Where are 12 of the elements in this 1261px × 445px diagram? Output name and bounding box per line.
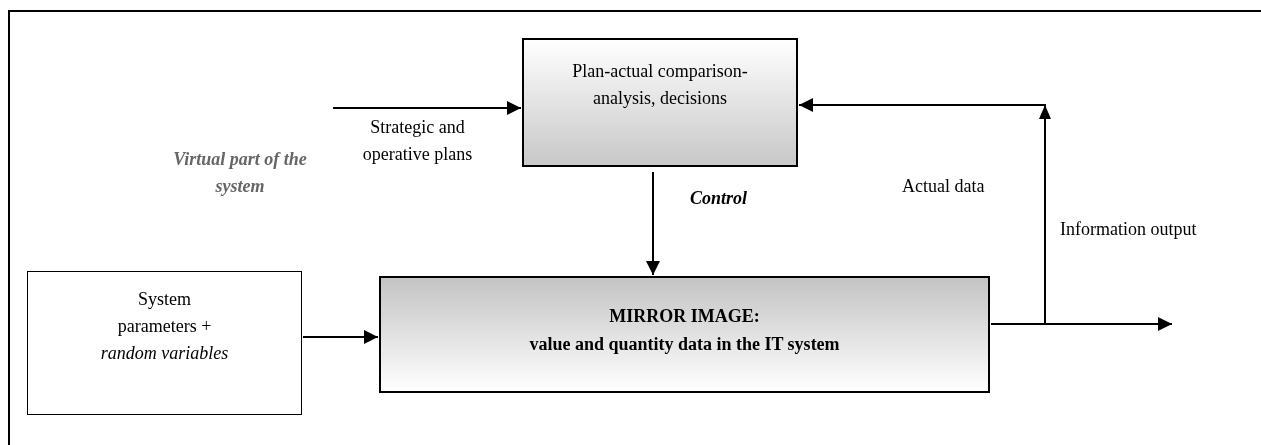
edge-label: Strategic and operative plans [361,116,474,166]
region-label: Information output [1060,218,1198,241]
box-text: System parameters + random variables [99,288,230,365]
edge-label: Control [690,187,749,210]
box-text: value and quantity data in the IT system [528,333,841,356]
process-box [522,38,798,167]
process-box [27,271,302,415]
region-label: Virtual part of the system [172,148,308,198]
process-box [379,276,990,393]
box-text: Plan-actual comparison-analysis, decisions [571,60,749,110]
box-text: MIRROR IMAGE: [608,305,761,328]
edge-label: Actual data [902,175,986,198]
